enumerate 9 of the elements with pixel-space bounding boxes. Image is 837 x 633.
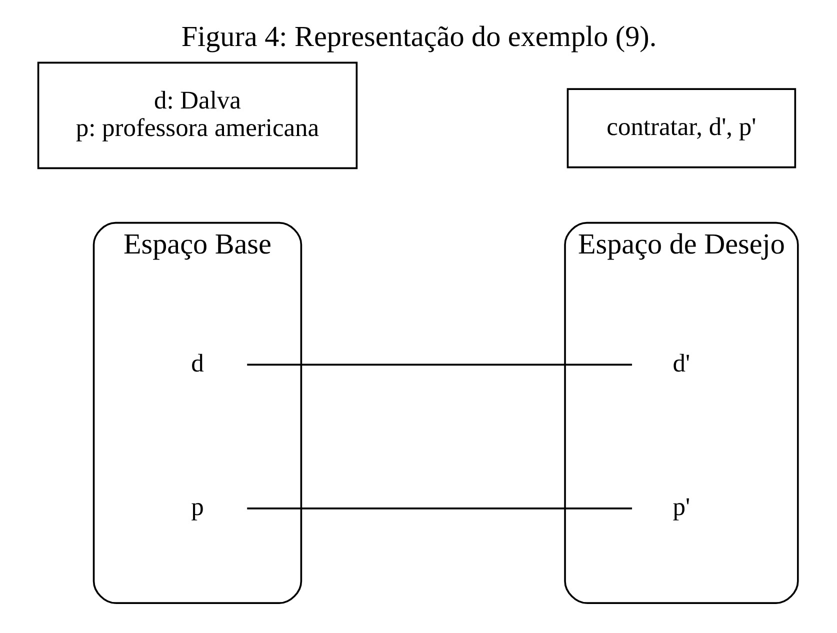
- node-box: d: Dalva p: professora americana: [36, 62, 358, 170]
- node-text: d': [672, 348, 690, 378]
- node-text: p: [190, 492, 204, 522]
- node-text: p': [672, 492, 690, 522]
- connector: [246, 508, 632, 510]
- node-text: d: [190, 348, 204, 378]
- diagram-title: Figura 4: Representação do exemplo (9).: [180, 20, 656, 53]
- connector: [246, 364, 632, 366]
- node-box: contratar, d', p': [566, 88, 796, 168]
